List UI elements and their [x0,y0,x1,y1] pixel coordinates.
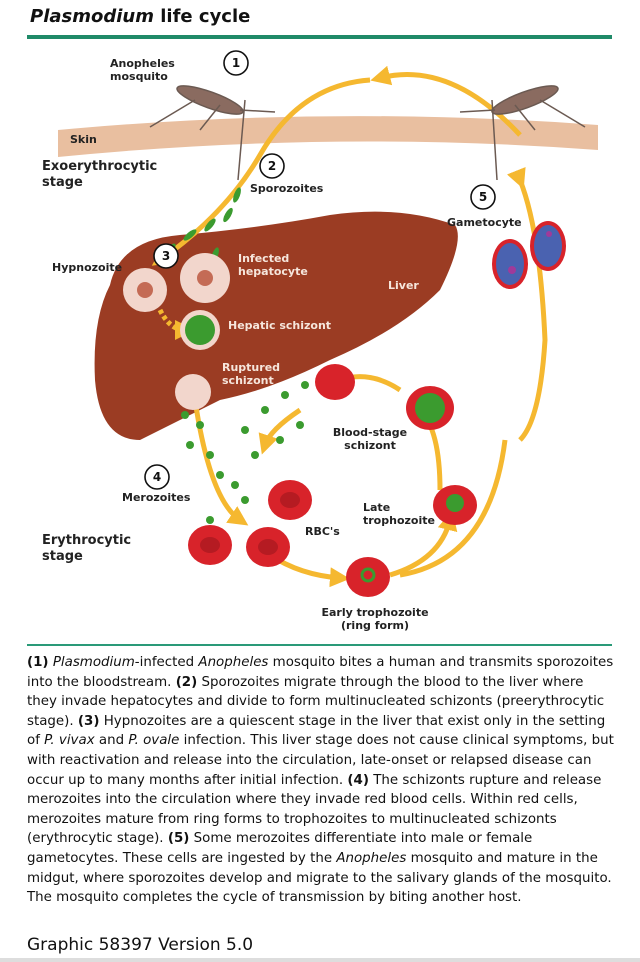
label-early-1: Early trophozoite [321,606,428,619]
label-exoerythrocytic-1: Exoerythrocytic [42,159,157,174]
red-blood-cells [188,364,477,597]
label-ruptured-1: Ruptured [222,361,280,374]
label-gametocyte: Gametocyte [447,216,522,229]
label-sporozoites: Sporozoites [250,182,324,195]
merozoites [181,381,309,524]
label-ruptured-2: schizont [222,374,274,387]
figure-caption: (1) Plasmodium-infected Anopheles mosqui… [27,655,614,906]
label-late-1: Late [363,501,390,514]
cycle-arrows [151,65,548,588]
label-blood-schizont-1: Blood-stage [333,426,407,439]
label-rbcs: RBC's [305,525,340,538]
title-divider [27,35,612,39]
mosquito-right [459,85,586,181]
label-late-2: trophozoite [363,514,435,527]
graphic-version: Graphic 58397 Version 5.0 [27,935,254,955]
gametocytes [492,221,566,289]
step-4-marker: 4 [153,470,161,484]
step-5-marker: 5 [479,190,487,204]
label-merozoites: Merozoites [122,491,191,504]
label-skin: Skin [70,133,97,146]
hepatocytes [123,253,230,410]
label-liver: Liver [388,279,419,292]
page-title: Plasmodium life cycle [30,6,251,27]
label-hepatic-schizont: Hepatic schizont [228,319,331,332]
life-cycle-diagram: 1 2 3 4 5 Anopheles mosquito Skin Exoery… [42,50,598,632]
label-infected-2: hepatocyte [238,265,308,278]
label-blood-schizont-2: schizont [344,439,396,452]
label-infected-1: Infected [238,252,289,265]
label-mosquito-1: Anopheles [110,57,175,70]
step-3-marker: 3 [162,249,170,263]
label-exoerythrocytic-2: stage [42,175,83,190]
label-hypnozoite: Hypnozoite [52,261,122,274]
label-erythrocytic-1: Erythrocytic [42,533,131,548]
step-markers [144,50,496,490]
caption-divider [27,644,612,646]
step-1-marker: 1 [232,56,240,70]
label-mosquito-2: mosquito [110,70,168,83]
label-erythrocytic-2: stage [42,549,83,564]
step-2-marker: 2 [268,159,276,173]
bottom-bar [0,958,640,962]
mosquito-left [149,85,276,181]
skin-band [58,116,598,157]
label-early-2: (ring form) [341,619,409,632]
